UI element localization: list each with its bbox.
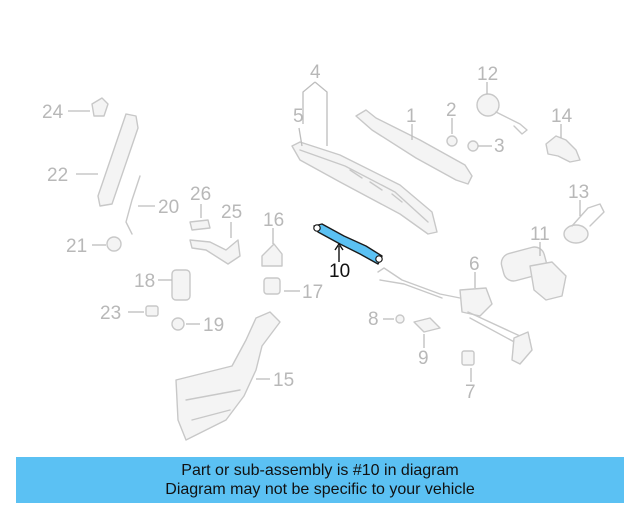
callout-18: 18 <box>134 271 155 292</box>
callout-15: 15 <box>273 370 294 391</box>
callout-26: 26 <box>190 184 211 205</box>
parts-diagram: 4 5 1 2 3 12 14 13 11 6 8 9 7 10 24 22 2… <box>42 62 605 441</box>
callout-23: 23 <box>100 303 121 324</box>
bushing-part <box>461 350 475 366</box>
callout-13: 13 <box>568 182 589 203</box>
callout-6: 6 <box>469 254 480 275</box>
info-banner: Part or sub-assembly is #10 in diagram D… <box>16 457 624 503</box>
callout-20: 20 <box>158 197 179 218</box>
callout-1: 1 <box>406 106 417 127</box>
callout-22: 22 <box>47 165 68 186</box>
connecting-rod-part-10 <box>313 223 383 265</box>
callout-24: 24 <box>42 102 64 123</box>
washer-part <box>467 140 479 152</box>
callout-21: 21 <box>66 236 87 257</box>
seal-ring-part <box>171 317 185 331</box>
banner-line-1: Part or sub-assembly is #10 in diagram <box>181 462 459 479</box>
nut-part <box>446 135 458 147</box>
linkage-part <box>377 267 533 365</box>
callout-3: 3 <box>494 136 505 157</box>
callout-5: 5 <box>293 106 304 127</box>
wiper-arm-part <box>355 109 473 185</box>
grommet-small-part <box>263 277 281 295</box>
callout-16: 16 <box>263 210 284 231</box>
callout-10: 10 <box>329 261 350 282</box>
jet-part <box>189 219 211 231</box>
filler-neck-part <box>261 243 283 267</box>
sensor-part <box>91 97 109 117</box>
bracket-part <box>545 135 581 163</box>
callout-12: 12 <box>477 64 498 85</box>
callout-4: 4 <box>310 62 321 83</box>
callout-9: 9 <box>418 348 429 369</box>
cap-part <box>476 93 528 135</box>
callout-11: 11 <box>530 224 550 245</box>
callout-14: 14 <box>551 106 573 127</box>
hose-part <box>125 175 141 235</box>
wiper-motor-part <box>500 246 567 301</box>
callout-8: 8 <box>368 309 379 330</box>
callout-19: 19 <box>203 315 224 336</box>
callout-2: 2 <box>446 100 457 121</box>
callout-25: 25 <box>221 202 242 223</box>
washer-reservoir-part <box>175 311 281 441</box>
plug-part <box>145 305 159 317</box>
callout-7: 7 <box>465 382 476 403</box>
pump-part <box>171 269 191 301</box>
panel-part <box>97 113 139 207</box>
clip-part <box>395 314 405 324</box>
grommet-part <box>563 203 605 244</box>
seal-part <box>413 317 441 333</box>
valve-part <box>189 239 241 265</box>
wiper-blade-part <box>291 141 438 235</box>
banner-line-2: Diagram may not be specific to your vehi… <box>165 481 475 498</box>
nozzle-part <box>106 236 122 252</box>
callout-17: 17 <box>302 282 323 303</box>
